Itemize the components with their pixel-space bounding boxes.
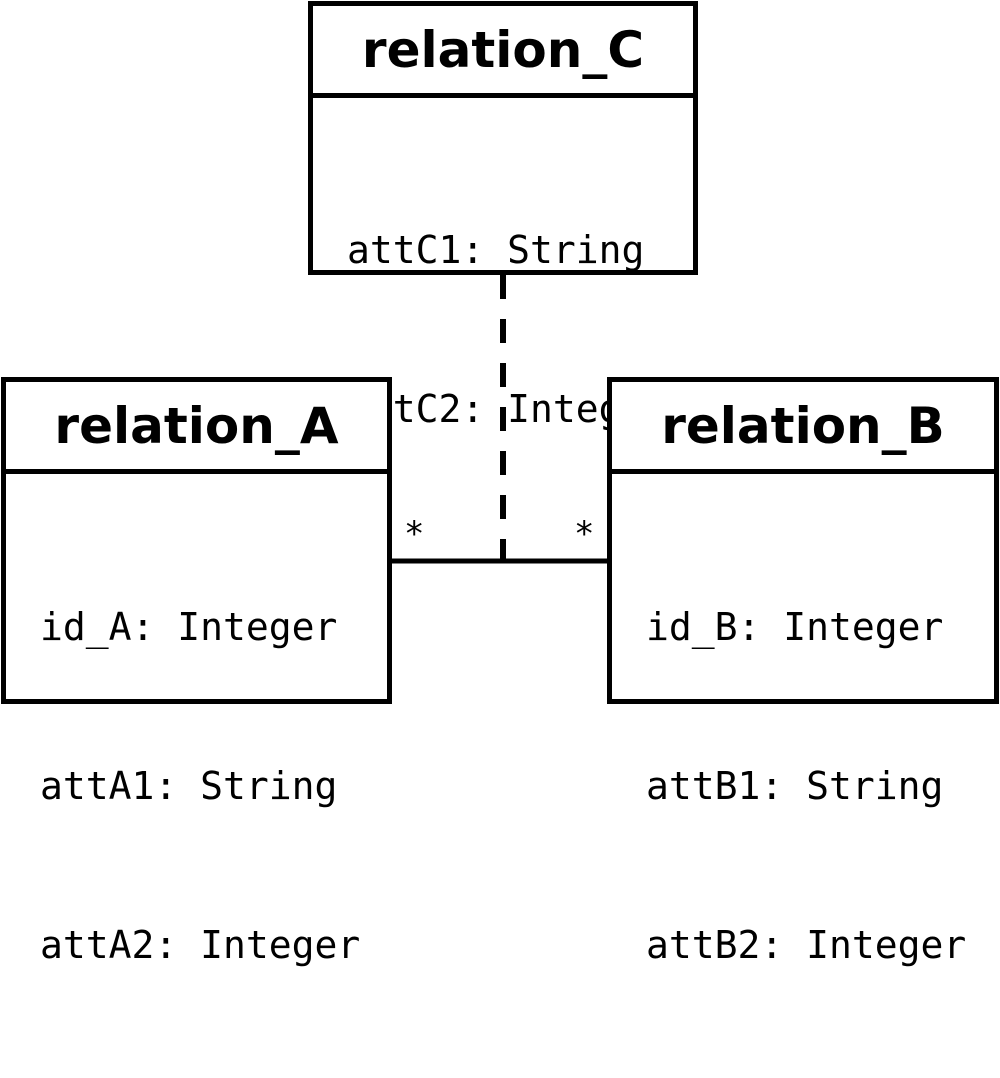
attribute: attC1: String <box>347 228 645 272</box>
class-name: relation_A <box>6 382 387 474</box>
class-name: relation_C <box>313 6 693 98</box>
attribute: attB1: String <box>646 764 944 808</box>
class-name: relation_B <box>612 382 994 474</box>
class-attributes: id_B: Integer attB1: String attB2: Integ… <box>612 474 994 1078</box>
association-lines <box>392 275 607 564</box>
multiplicity-label-b: * <box>574 514 595 554</box>
multiplicity-label-a: * <box>404 514 425 554</box>
class-relation-a[interactable]: relation_A id_A: Integer attA1: String a… <box>1 377 392 967</box>
attribute: attB2: Integer <box>646 923 967 967</box>
uml-class-diagram: relation_C attC1: String attC2: Integer … <box>1 1 999 967</box>
class-attributes: id_A: Integer attA1: String attA2: Integ… <box>6 474 387 1078</box>
attribute: attA1: String <box>40 764 338 808</box>
attribute: attA2: Integer <box>40 923 361 967</box>
attribute: id_B: Integer <box>646 605 944 649</box>
class-relation-b[interactable]: relation_B id_B: Integer attB1: String a… <box>607 377 999 967</box>
attribute: id_A: Integer <box>40 605 338 649</box>
class-relation-c[interactable]: relation_C attC1: String attC2: Integer <box>308 1 698 431</box>
